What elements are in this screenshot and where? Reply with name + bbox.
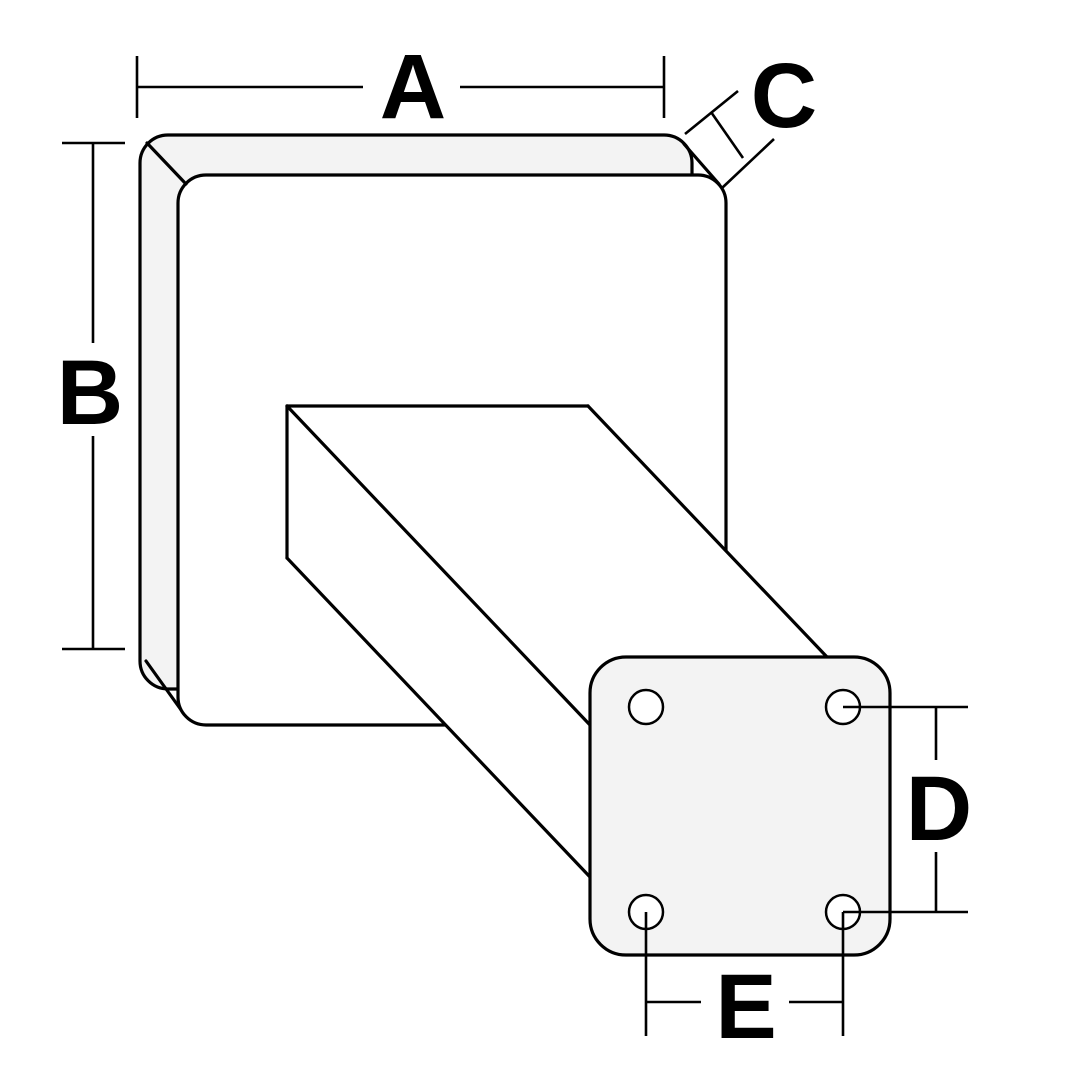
dimension-b-label: B: [57, 342, 123, 444]
tube-upper-left-edge: [285, 404, 592, 727]
dimension-a: A: [135, 36, 666, 138]
pad-chamfer-edge-top-right: [682, 142, 721, 186]
dimension-e-label: E: [715, 956, 776, 1058]
dimension-c-label: C: [751, 45, 817, 147]
dimension-d: D: [843, 705, 972, 914]
dimension-d-label: D: [906, 758, 972, 860]
tube-upper-right-edge: [586, 404, 829, 659]
tube-lower-left-edge: [285, 556, 592, 879]
dimension-c-line: [709, 111, 745, 159]
dimension-e: E: [644, 912, 845, 1058]
pad-chamfer-edge-top-left: [145, 141, 188, 186]
dimension-b: B: [57, 141, 125, 651]
bolt-hole-top-left: [627, 688, 665, 726]
dimension-a-label: A: [380, 36, 446, 138]
mounting-plate: [588, 655, 892, 957]
dimension-c: C: [684, 45, 817, 189]
dimension-c-inner-tick: [721, 138, 775, 189]
